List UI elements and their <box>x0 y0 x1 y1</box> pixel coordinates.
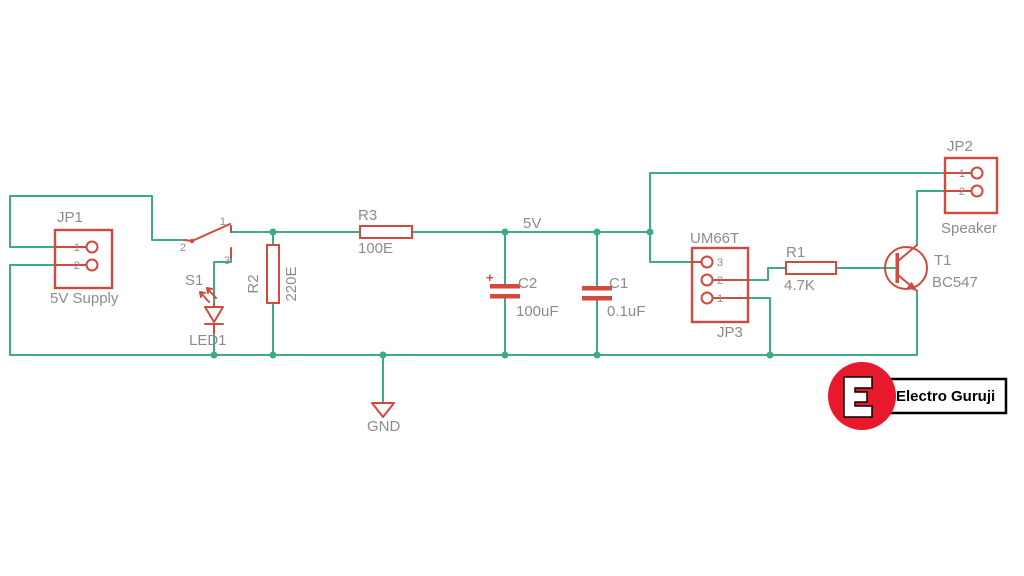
s1-ref-label: S1 <box>185 272 203 289</box>
jp2-pin2-number: 2 <box>959 186 965 198</box>
junction-dot <box>593 228 601 236</box>
jp3-body <box>690 246 750 324</box>
s1-pin3-number: 3 <box>224 255 230 267</box>
jp1-ref-label: JP1 <box>57 209 83 226</box>
wire-led-anode <box>213 257 232 304</box>
c1-value-label: 0.1uF <box>607 303 645 320</box>
jp2-pin1-number: 1 <box>959 168 965 180</box>
wire-collector-to-speaker <box>916 190 946 246</box>
component-s1: 1 2 3 S1 <box>180 216 232 289</box>
jp2-pin1-pad <box>970 166 984 180</box>
ground-symbol: GND <box>367 402 401 435</box>
c2-ref-label: C2 <box>518 275 537 292</box>
logo-text: Electro Guruji <box>896 388 995 405</box>
jp1-body <box>53 228 114 290</box>
jp1-pin1-number: 1 <box>74 242 80 254</box>
wire-um66t-gnd <box>747 297 771 356</box>
t1-base-bar <box>895 253 899 283</box>
led-emission-arrow <box>199 291 210 303</box>
jp3-pin2-number: 2 <box>717 275 723 287</box>
component-r2: R2 220E <box>245 244 300 304</box>
jp1-pin1-pad <box>85 240 99 254</box>
jp2-desc-label: Speaker <box>941 220 997 237</box>
component-c1: C1 0.1uF <box>582 275 645 320</box>
r1-value-label: 4.7K <box>784 277 815 294</box>
t1-ref-label: T1 <box>934 252 952 269</box>
junction-dot <box>766 351 774 359</box>
c2-polarity-mark: + <box>486 270 494 285</box>
jp3-pin2-pad <box>700 273 714 287</box>
um66t-ref-label: UM66T <box>690 230 739 247</box>
component-jp2: 1 2 JP2 Speaker <box>941 138 999 237</box>
jp1-pin2-number: 2 <box>74 260 80 272</box>
jp3-pin3-number: 3 <box>717 257 723 269</box>
r3-value-label: 100E <box>358 240 393 257</box>
c2-value-label: 100uF <box>516 303 559 320</box>
led-emission-arrow <box>206 287 217 299</box>
led-triangle <box>204 306 224 323</box>
c1-plate-bottom <box>582 296 612 301</box>
c2-plate-top <box>490 284 520 289</box>
s1-stub-left <box>184 239 193 242</box>
junction-dot <box>501 228 509 236</box>
c1-ref-label: C1 <box>609 275 628 292</box>
wire-ground-rail <box>9 264 918 356</box>
wire-5v-to-um66t <box>649 231 693 263</box>
gnd-label: GND <box>367 418 401 435</box>
junction-dot <box>379 351 387 359</box>
t1-value-label: BC547 <box>932 274 978 291</box>
c1-plate-top <box>582 286 612 291</box>
jp1-desc-label: 5V Supply <box>50 290 119 307</box>
led1-ref-label: LED1 <box>189 332 227 349</box>
jp2-ref-label: JP2 <box>947 138 973 155</box>
component-led1: LED1 <box>189 287 227 349</box>
c2-plate-bottom <box>490 294 520 299</box>
t1-collector-lead <box>897 244 918 262</box>
junction-dot <box>593 351 601 359</box>
t1-envelope <box>884 246 928 290</box>
component-jp1: 1 2 JP1 5V Supply <box>50 209 119 307</box>
r3-body <box>359 225 413 239</box>
wire-um66t-out <box>747 267 787 281</box>
junction-dot <box>646 228 654 236</box>
s1-pin2-number: 2 <box>180 242 186 254</box>
jp2-pin2-pad <box>970 184 984 198</box>
junction-dot <box>501 351 509 359</box>
junction-dots <box>210 228 774 359</box>
gnd-triangle <box>371 402 395 418</box>
wire-5v-to-speaker <box>649 172 946 233</box>
jp3-desc-label: JP3 <box>717 324 743 341</box>
junction-dot <box>269 228 277 236</box>
wire-supply-in <box>9 195 186 248</box>
junction-dot <box>269 351 277 359</box>
component-t1: T1 BC547 <box>884 244 978 292</box>
logo: Electro Guruji <box>828 362 1008 430</box>
jp3-pin1-number: 1 <box>717 293 723 305</box>
t1-emitter-arrowhead <box>906 281 917 291</box>
r2-ref-label: R2 <box>245 274 262 293</box>
net-5v-label: 5V <box>523 215 541 232</box>
jp3-pin3-pad <box>700 255 714 269</box>
component-r1: R1 4.7K <box>784 244 837 294</box>
r1-ref-label: R1 <box>786 244 805 261</box>
jp1-pin2-pad <box>85 258 99 272</box>
junction-dot <box>210 351 218 359</box>
r2-body <box>266 244 280 304</box>
component-c2: + C2 100uF <box>486 270 559 320</box>
jp3-pin1-pad <box>700 291 714 305</box>
s1-lever <box>191 223 231 242</box>
r1-body <box>785 261 837 275</box>
component-r3: R3 100E <box>358 207 413 257</box>
component-jp3-um66t: 3 2 1 UM66T JP3 <box>690 230 750 341</box>
r3-ref-label: R3 <box>358 207 377 224</box>
logo-e-glyph <box>843 376 873 418</box>
jp2-body <box>943 156 999 215</box>
s1-pin1-number: 1 <box>220 216 226 228</box>
r2-value-label: 220E <box>283 266 300 301</box>
